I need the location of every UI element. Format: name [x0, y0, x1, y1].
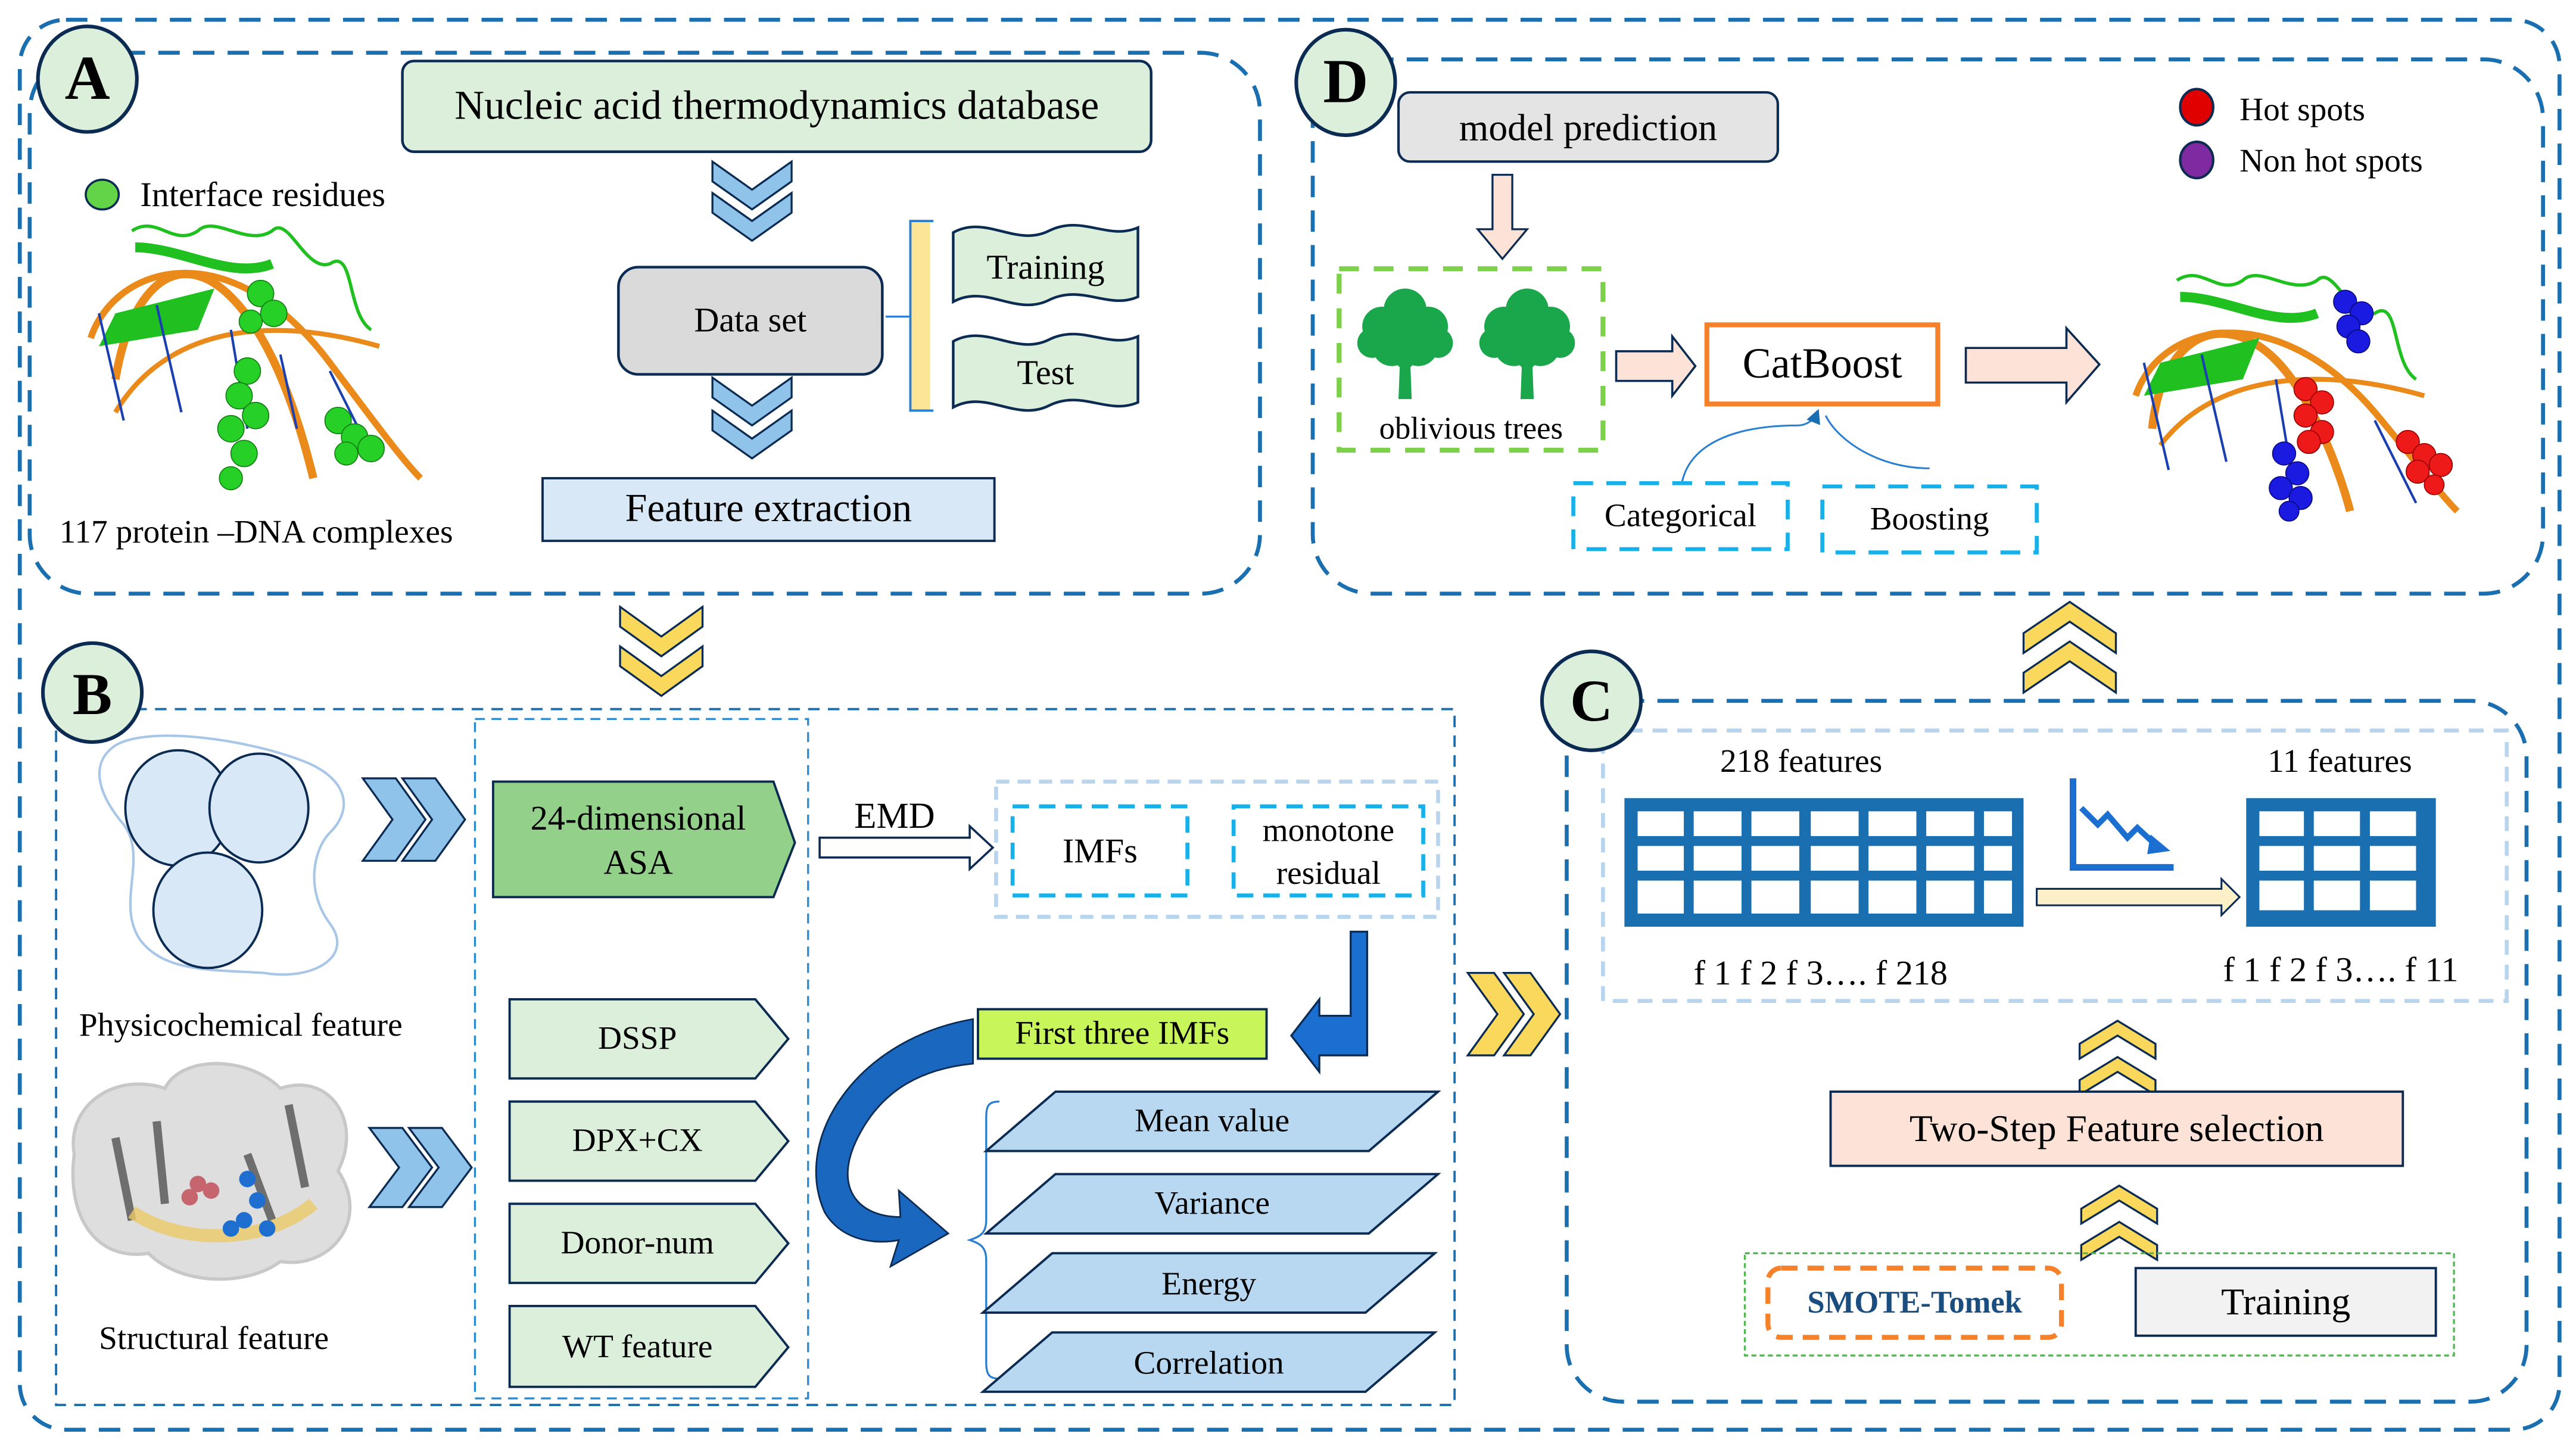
feature-table-218	[1624, 798, 2024, 927]
emd-label: EMD	[854, 794, 935, 836]
panel-c-features-frame	[1601, 728, 2509, 1004]
legend-hot-spots: Hot spots	[2239, 92, 2365, 129]
complexes-caption: 117 protein –DNA complexes	[59, 514, 453, 551]
oblivious-tree-icons	[1357, 288, 1575, 400]
panel-label-d: D	[1323, 48, 1369, 117]
panel-b-frame	[55, 708, 1456, 1407]
features-after-label: 11 features	[2267, 743, 2412, 780]
panel-label-b: B	[72, 661, 113, 728]
model-prediction-box: model prediction	[1459, 106, 1718, 148]
legend-non-hot-spots: Non hot spots	[2239, 143, 2423, 180]
feature-wt: WT feature	[562, 1328, 713, 1365]
feature-dpx-cx: DPX+CX	[572, 1123, 703, 1160]
training-split: Training	[986, 246, 1105, 286]
panel-a-frame	[27, 51, 1262, 596]
features-before-list: f 1 f 2 f 3…. f 218	[1693, 953, 1948, 993]
smote-tomek-box: SMOTE-Tomek	[1807, 1285, 2022, 1320]
boosting-box: Boosting	[1870, 501, 1989, 538]
protein-dna-structure-a	[88, 224, 423, 491]
two-step-selection-box: Two-Step Feature selection	[1909, 1108, 2324, 1149]
legend-interface-residues: Interface residues	[140, 174, 386, 214]
oblivious-trees-caption: oblivious trees	[1379, 411, 1563, 446]
categorical-box: Categorical	[1604, 498, 1757, 535]
panel-b-column	[474, 718, 809, 1400]
features-before-label: 218 features	[1720, 743, 1883, 780]
feature-extraction-box: Feature extraction	[625, 488, 912, 531]
catboost-box: CatBoost	[1742, 339, 1902, 388]
physicochemical-caption: Physicochemical feature	[79, 1007, 403, 1044]
stat-correlation: Correlation	[1133, 1345, 1284, 1382]
dataset-box: Data set	[694, 300, 807, 340]
protein-structure-b	[71, 1062, 352, 1281]
training-box: Training	[2221, 1281, 2351, 1323]
downtrend-chart-icon	[2069, 778, 2174, 871]
feature-dssp: DSSP	[597, 1020, 677, 1057]
protein-dna-hotspot-structure	[2132, 274, 2460, 522]
residual-line-2: residual	[1276, 856, 1381, 892]
feature-donor-num: Donor-num	[560, 1225, 714, 1262]
panel-c-frame	[1565, 699, 2529, 1404]
stat-energy: Energy	[1161, 1266, 1257, 1303]
imfs-box: IMFs	[1062, 830, 1138, 870]
panel-label-a: A	[64, 44, 110, 114]
residual-line-1: monotone	[1262, 813, 1395, 849]
stat-variance: Variance	[1154, 1185, 1270, 1222]
panel-d-frame	[1310, 57, 2545, 596]
features-after-list: f 1 f 2 f 3…. f 11	[2223, 949, 2459, 990]
panel-label-c: C	[1569, 668, 1613, 734]
stat-mean-value: Mean value	[1135, 1103, 1290, 1140]
feature-table-11	[2246, 798, 2436, 927]
structural-caption: Structural feature	[99, 1320, 329, 1357]
asa-line-2: ASA	[603, 842, 673, 881]
test-split: Test	[1017, 352, 1074, 392]
database-box: Nucleic acid thermodynamics database	[454, 84, 1099, 129]
asa-line-1: 24-dimensional	[530, 797, 746, 837]
first-three-imfs-box: First three IMFs	[1015, 1015, 1230, 1052]
outer-frame	[17, 17, 2562, 1432]
